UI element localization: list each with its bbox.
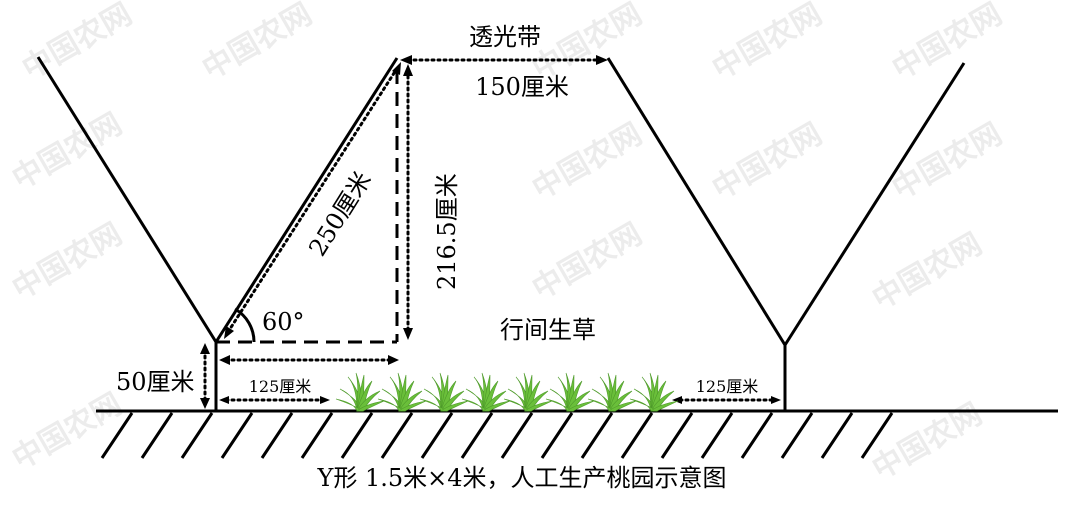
grass-tuft: [461, 372, 511, 412]
arrowhead: [200, 343, 210, 354]
watermark: 中国农网: [527, 117, 648, 207]
angle-label: 60°: [262, 308, 305, 336]
right-branch-outer: [783, 62, 966, 346]
angle-arc: [234, 307, 256, 343]
hatch-mark: [460, 412, 494, 459]
arrowhead: [672, 396, 682, 404]
caption: Y形 1.5米×4米，人工生产桃园示意图: [316, 464, 726, 492]
left-spacing-label: 125厘米: [249, 377, 312, 396]
left-branch-outer: [36, 56, 218, 343]
hatch-mark: [500, 412, 534, 459]
arrowhead: [771, 396, 781, 404]
grass-tuft: [419, 372, 469, 412]
grass-tuft: [587, 372, 637, 412]
arrowhead: [200, 398, 210, 409]
arrowhead: [392, 62, 401, 75]
watermark: 中国农网: [197, 0, 318, 87]
grass-tuft: [629, 372, 679, 412]
watermark: 中国农网: [887, 0, 1008, 87]
arrowhead: [388, 355, 399, 365]
branch-length-dimension: [226, 68, 398, 334]
watermark: 中国农网: [7, 217, 128, 307]
trunk-height-label: 50厘米: [116, 368, 195, 396]
ground: [96, 409, 1058, 459]
left-branch-inner: [214, 57, 399, 343]
dimensions: [200, 55, 781, 409]
hatch-mark: [180, 412, 214, 459]
hatch-mark: [700, 412, 734, 459]
hatch-mark: [580, 412, 614, 459]
arrowhead: [320, 396, 330, 404]
grass-tuft: [503, 372, 553, 412]
watermark: 中国农网: [527, 217, 648, 307]
hatch-mark: [420, 412, 454, 459]
hatch-mark: [860, 412, 894, 459]
watermark: 中国农网: [867, 227, 988, 317]
arrowhead: [400, 55, 412, 65]
hatch-mark: [660, 412, 694, 459]
inter-row-label: 行间生草: [500, 316, 596, 344]
watermark: 中国农网: [7, 387, 128, 477]
hatch-mark: [540, 412, 574, 459]
ground-hatching: [100, 412, 894, 459]
hatch-mark: [780, 412, 814, 459]
watermark: 中国农网: [707, 0, 828, 87]
grass-tuft: [545, 372, 595, 412]
arrowhead: [596, 55, 608, 65]
top-width-label: 150厘米: [475, 73, 569, 101]
left-tree: [36, 56, 399, 411]
right-branch-inner: [606, 57, 787, 346]
hatch-mark: [740, 412, 774, 459]
watermark: 中国农网: [707, 117, 828, 207]
watermark: 中国农网: [7, 107, 128, 197]
branch-length-label: 250厘米: [303, 167, 376, 261]
hatch-mark: [260, 412, 294, 459]
hatch-mark: [140, 412, 174, 459]
hatch-mark: [380, 412, 414, 459]
right-spacing-label: 125厘米: [696, 377, 759, 396]
hatch-mark: [820, 412, 854, 459]
watermark: 中国农网: [887, 117, 1008, 207]
watermark: 中国农网: [17, 0, 138, 87]
height-label: 216.5厘米: [433, 173, 461, 290]
grass-row: [335, 372, 679, 412]
arrowhead: [403, 64, 413, 76]
arrowhead: [224, 326, 234, 339]
hatch-mark: [340, 412, 374, 459]
top-label: 透光带: [469, 23, 541, 51]
arrowhead: [219, 396, 229, 404]
grass-tuft: [377, 372, 427, 412]
hatch-mark: [220, 412, 254, 459]
arrowhead: [219, 355, 230, 365]
arrowhead: [403, 328, 413, 340]
hatch-mark: [300, 412, 334, 459]
right-tree: [606, 57, 966, 411]
hatch-mark: [100, 412, 134, 459]
hatch-mark: [620, 412, 654, 459]
grass-tuft: [335, 372, 385, 412]
